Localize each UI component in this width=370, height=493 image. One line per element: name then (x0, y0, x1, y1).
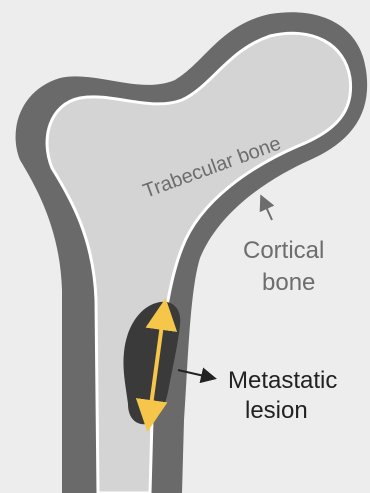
cortical-bone-label-line1: Cortical (243, 237, 324, 264)
metastatic-lesion-label-line1: Metastatic (228, 367, 337, 394)
metastatic-lesion-label-line2: lesion (245, 397, 308, 424)
cortical-bone-label-line2: bone (262, 269, 315, 296)
